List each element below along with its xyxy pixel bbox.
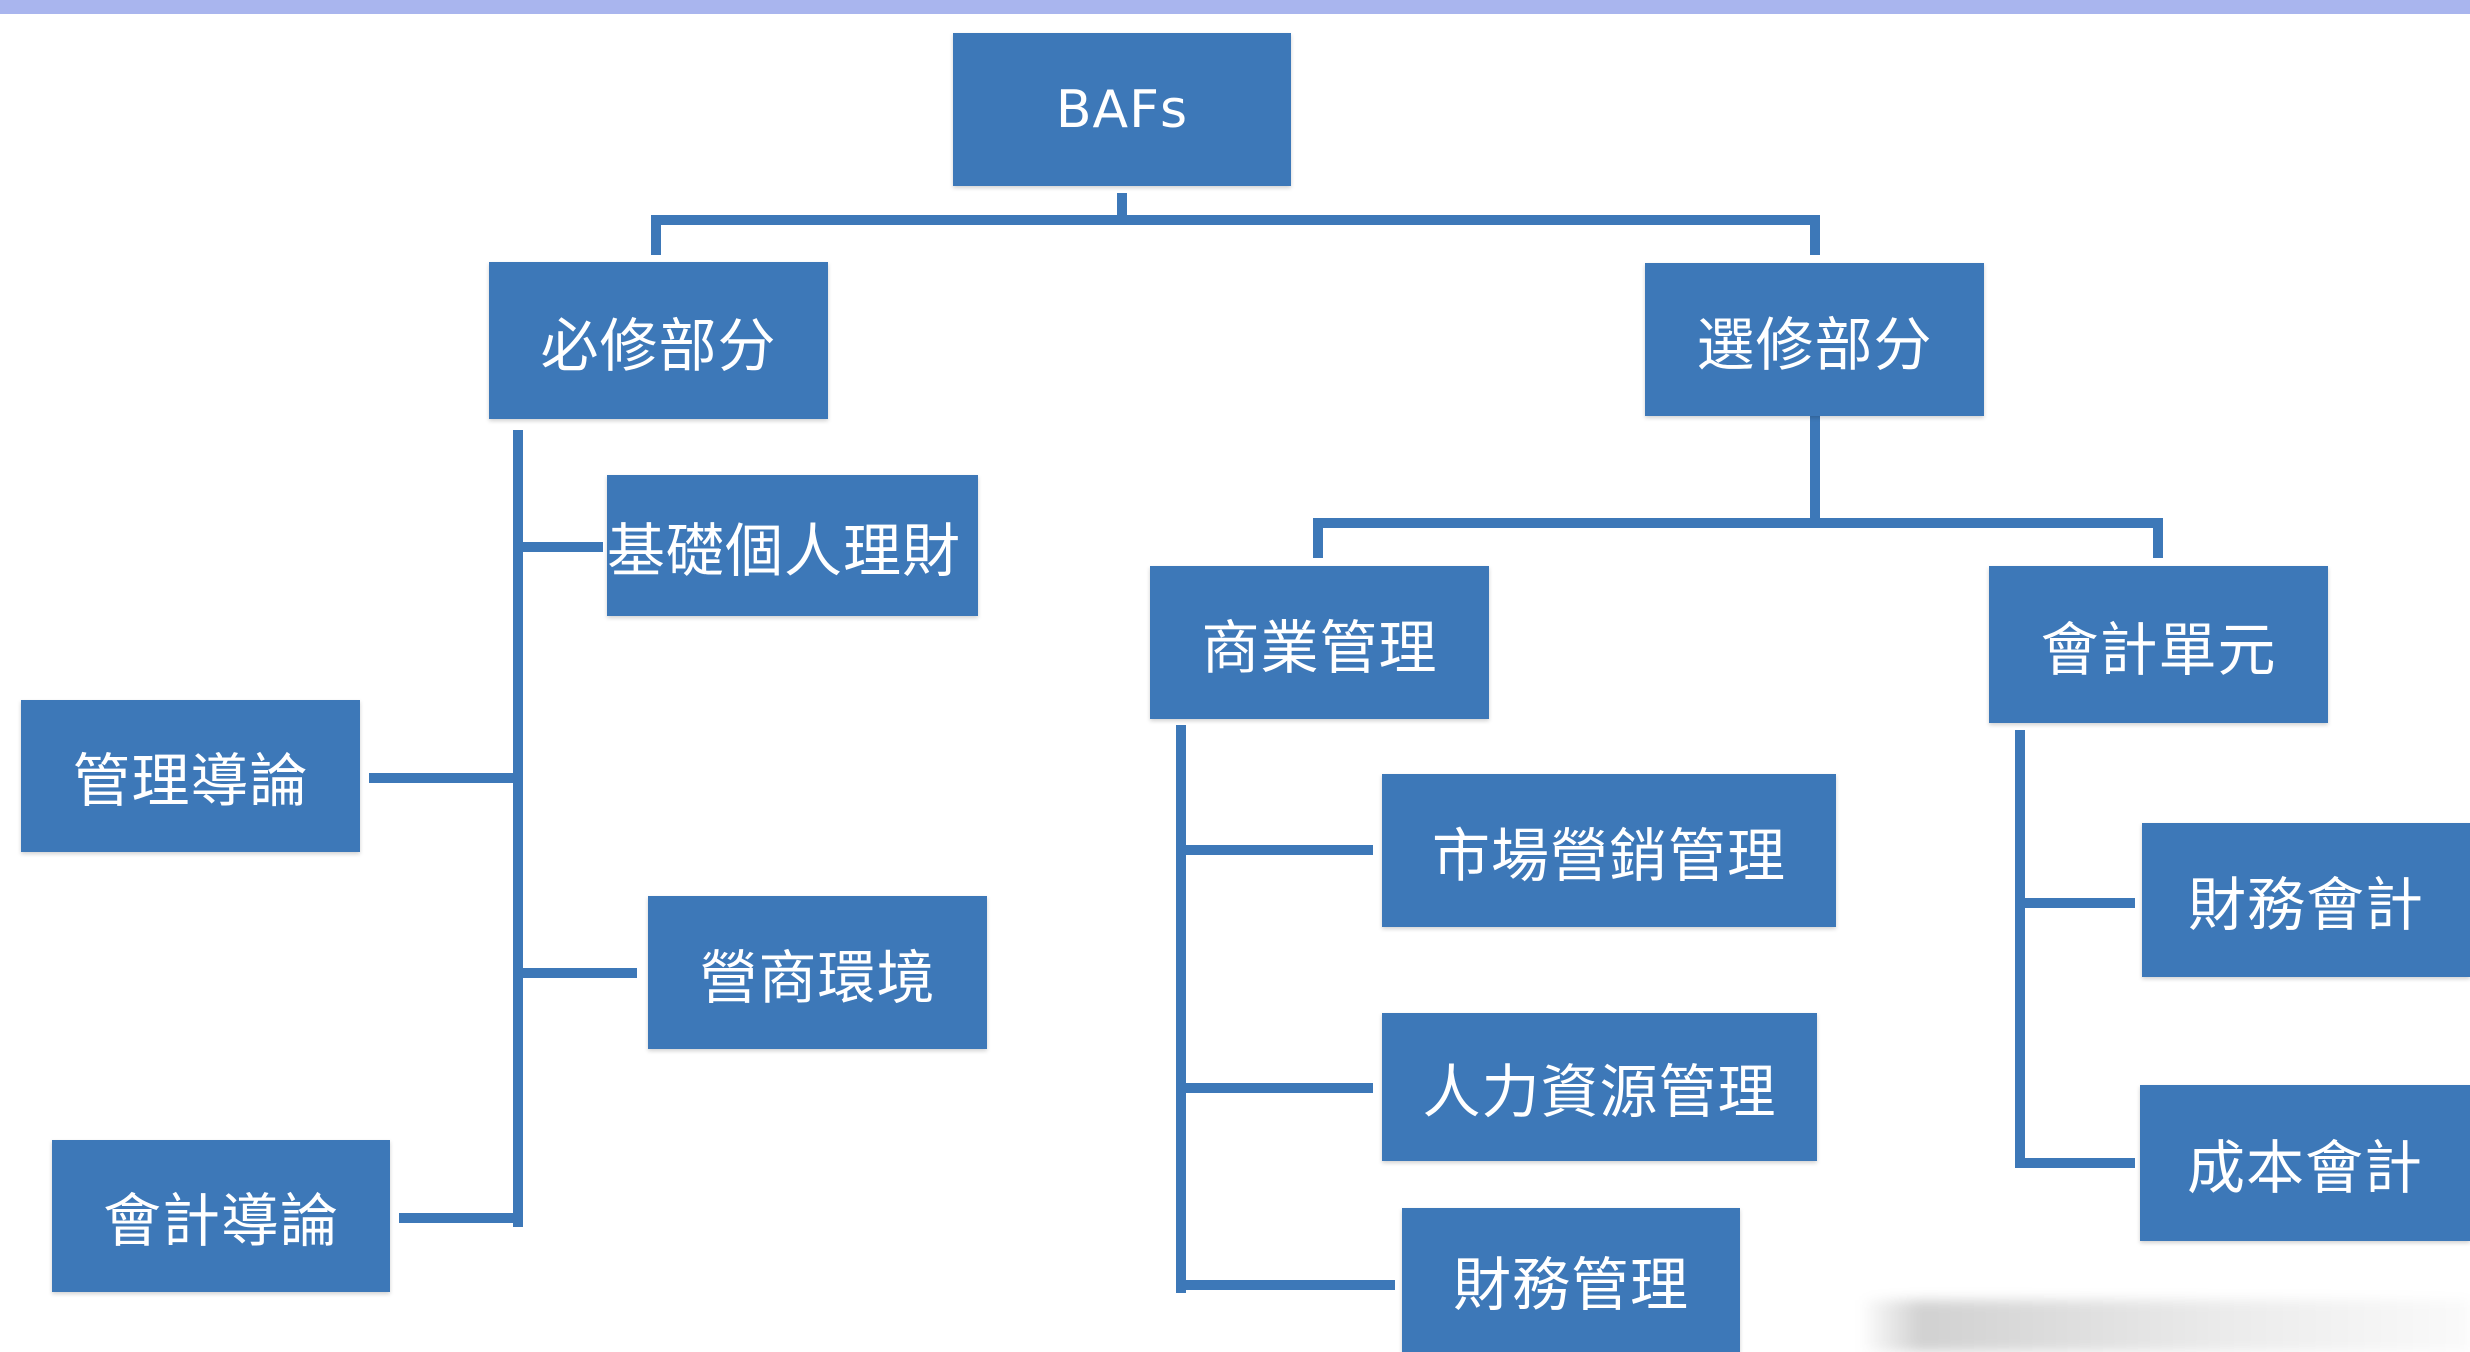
node-label: 必修部分 bbox=[540, 311, 777, 380]
node-intro-accounting: 會計導論 bbox=[52, 1140, 390, 1292]
node-marketing-management: 市場營銷管理 bbox=[1382, 774, 1836, 927]
node-label: BAFs bbox=[1055, 79, 1189, 140]
node-label: 財務管理 bbox=[1452, 1251, 1689, 1319]
node-business-environment: 營商環境 bbox=[648, 896, 987, 1049]
node-label: 選修部分 bbox=[1696, 310, 1933, 379]
node-cost-accounting: 成本會計 bbox=[2140, 1085, 2470, 1241]
corner-shadow bbox=[1860, 1300, 2470, 1352]
node-financial-management: 財務管理 bbox=[1402, 1208, 1740, 1352]
node-label: 會計導論 bbox=[102, 1187, 339, 1255]
node-label: 基礎個人理財 bbox=[607, 516, 962, 585]
node-accounting-module: 會計單元 bbox=[1989, 566, 2328, 723]
node-label: 商業管理 bbox=[1201, 613, 1438, 682]
node-personal-finance: 基礎個人理財 bbox=[607, 475, 978, 616]
node-root: BAFs bbox=[953, 33, 1291, 186]
connector-root bbox=[651, 193, 1820, 255]
node-elective: 選修部分 bbox=[1645, 263, 1984, 416]
top-bar bbox=[0, 0, 2470, 14]
node-label: 市場營銷管理 bbox=[1431, 821, 1786, 890]
node-label: 營商環境 bbox=[699, 943, 936, 1012]
node-label: 成本會計 bbox=[2186, 1134, 2423, 1202]
node-label: 會計單元 bbox=[2040, 615, 2277, 684]
node-label: 人力資源管理 bbox=[1422, 1058, 1777, 1126]
node-financial-accounting: 財務會計 bbox=[2142, 823, 2470, 977]
node-label: 管理導論 bbox=[72, 747, 309, 815]
node-human-resource-management: 人力資源管理 bbox=[1382, 1013, 1817, 1161]
node-intro-management: 管理導論 bbox=[21, 700, 360, 852]
node-required: 必修部分 bbox=[489, 262, 828, 419]
node-label: 財務會計 bbox=[2187, 871, 2424, 939]
connector-elective bbox=[1313, 415, 2163, 558]
node-business-management: 商業管理 bbox=[1150, 566, 1489, 719]
